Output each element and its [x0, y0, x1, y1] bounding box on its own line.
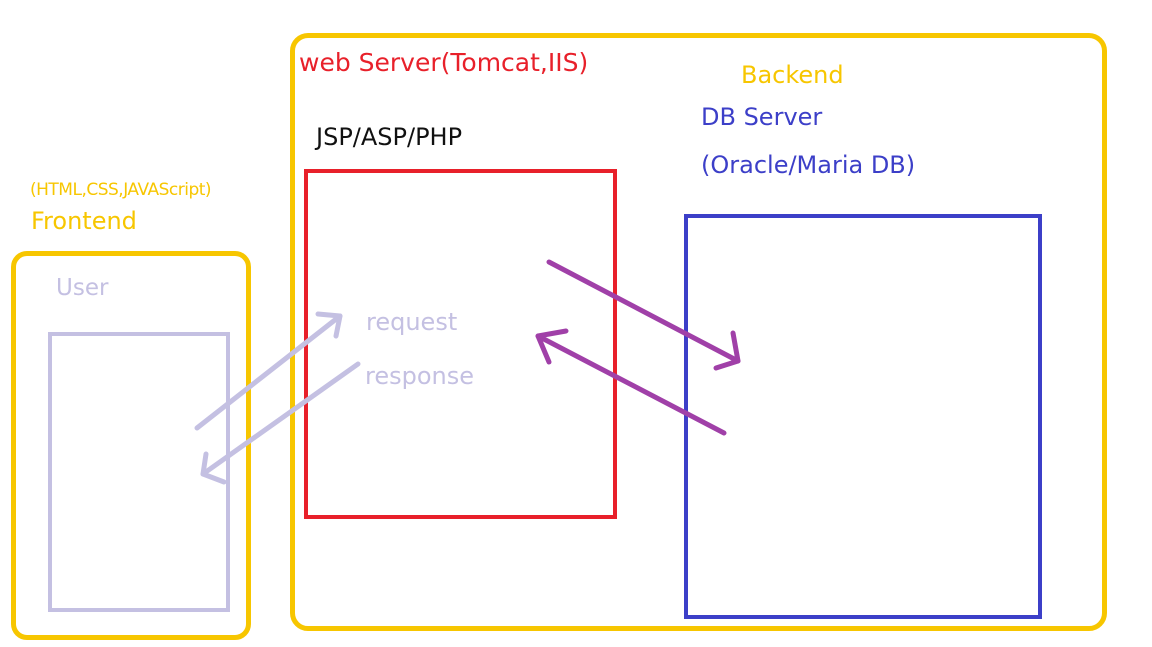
frontend-label: Frontend	[31, 207, 137, 235]
db-server-box	[684, 214, 1042, 619]
frontend-tech-label: (HTML,CSS,JAVAScript)	[30, 180, 212, 200]
user-box	[48, 332, 230, 612]
db-server-label: DB Server	[701, 103, 823, 131]
jsp-asp-php-label: JSP/ASP/PHP	[316, 123, 463, 151]
jsp-asp-php-box	[304, 169, 617, 519]
request-label: request	[366, 308, 458, 336]
user-label: User	[56, 275, 109, 301]
db-products-label: (Oracle/Maria DB)	[701, 151, 916, 179]
response-label: response	[365, 362, 475, 390]
web-server-label: web Server(Tomcat,IIS)	[299, 48, 589, 77]
backend-label: Backend	[741, 61, 844, 89]
